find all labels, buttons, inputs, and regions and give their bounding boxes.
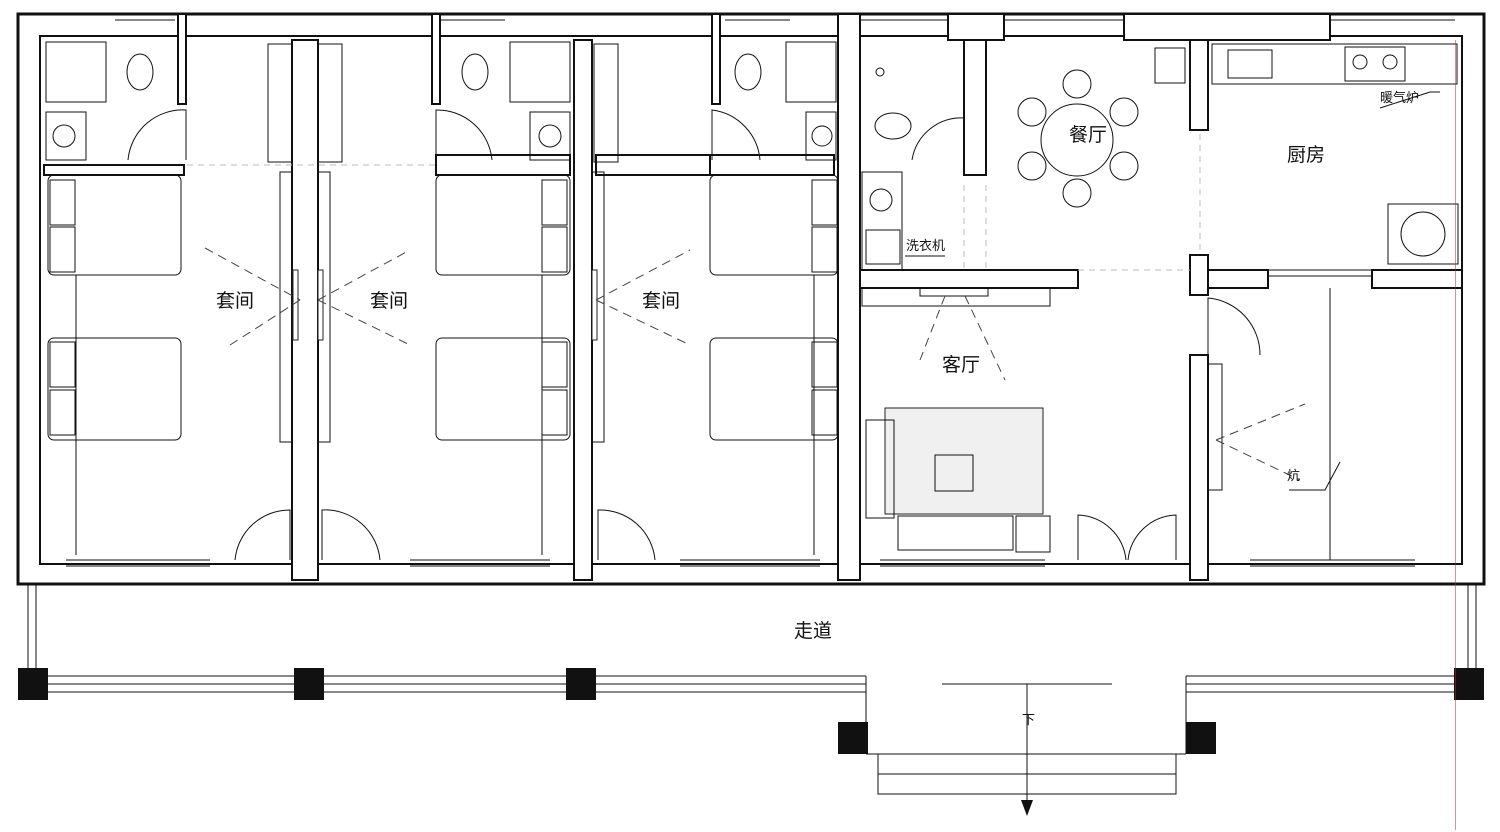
- room-label-kang: 炕: [1287, 469, 1301, 484]
- room-label-dining: 餐厅: [1069, 124, 1108, 146]
- living-room-furniture: [861, 287, 1051, 553]
- column: [1186, 722, 1216, 754]
- washing-machine-label: 洗衣机: [906, 239, 946, 254]
- room-label-suite-1: 套间: [216, 290, 255, 312]
- doors: [127, 109, 1261, 561]
- room-label-suite-2: 套间: [370, 290, 409, 312]
- entrance-steps: [865, 676, 1187, 816]
- heating-boiler-label: 暖气炉: [1380, 91, 1420, 106]
- column: [838, 722, 868, 754]
- column: [18, 668, 48, 700]
- room-label-suite-3: 套间: [642, 290, 681, 312]
- kitchen-fixtures: [1199, 43, 1459, 265]
- dining-table: [1017, 47, 1186, 208]
- column: [294, 668, 324, 700]
- exterior-walls: [16, 12, 1486, 586]
- kang-area: [1207, 363, 1341, 491]
- room-label-living: 客厅: [942, 354, 981, 376]
- view-lines: [204, 247, 1006, 381]
- leader-lines: [905, 40, 1456, 830]
- corridor: [18, 584, 1484, 754]
- wardrobes: [267, 43, 619, 443]
- column: [566, 668, 596, 700]
- room-label-corridor: 走道: [794, 620, 833, 642]
- bathroom-fixtures: [45, 41, 912, 265]
- room-label-kitchen: 厨房: [1287, 144, 1326, 166]
- column: [1454, 668, 1484, 700]
- interior-walls: [43, 13, 1463, 581]
- stairs-down-label: 下: [1022, 713, 1036, 728]
- beds: [47, 174, 839, 555]
